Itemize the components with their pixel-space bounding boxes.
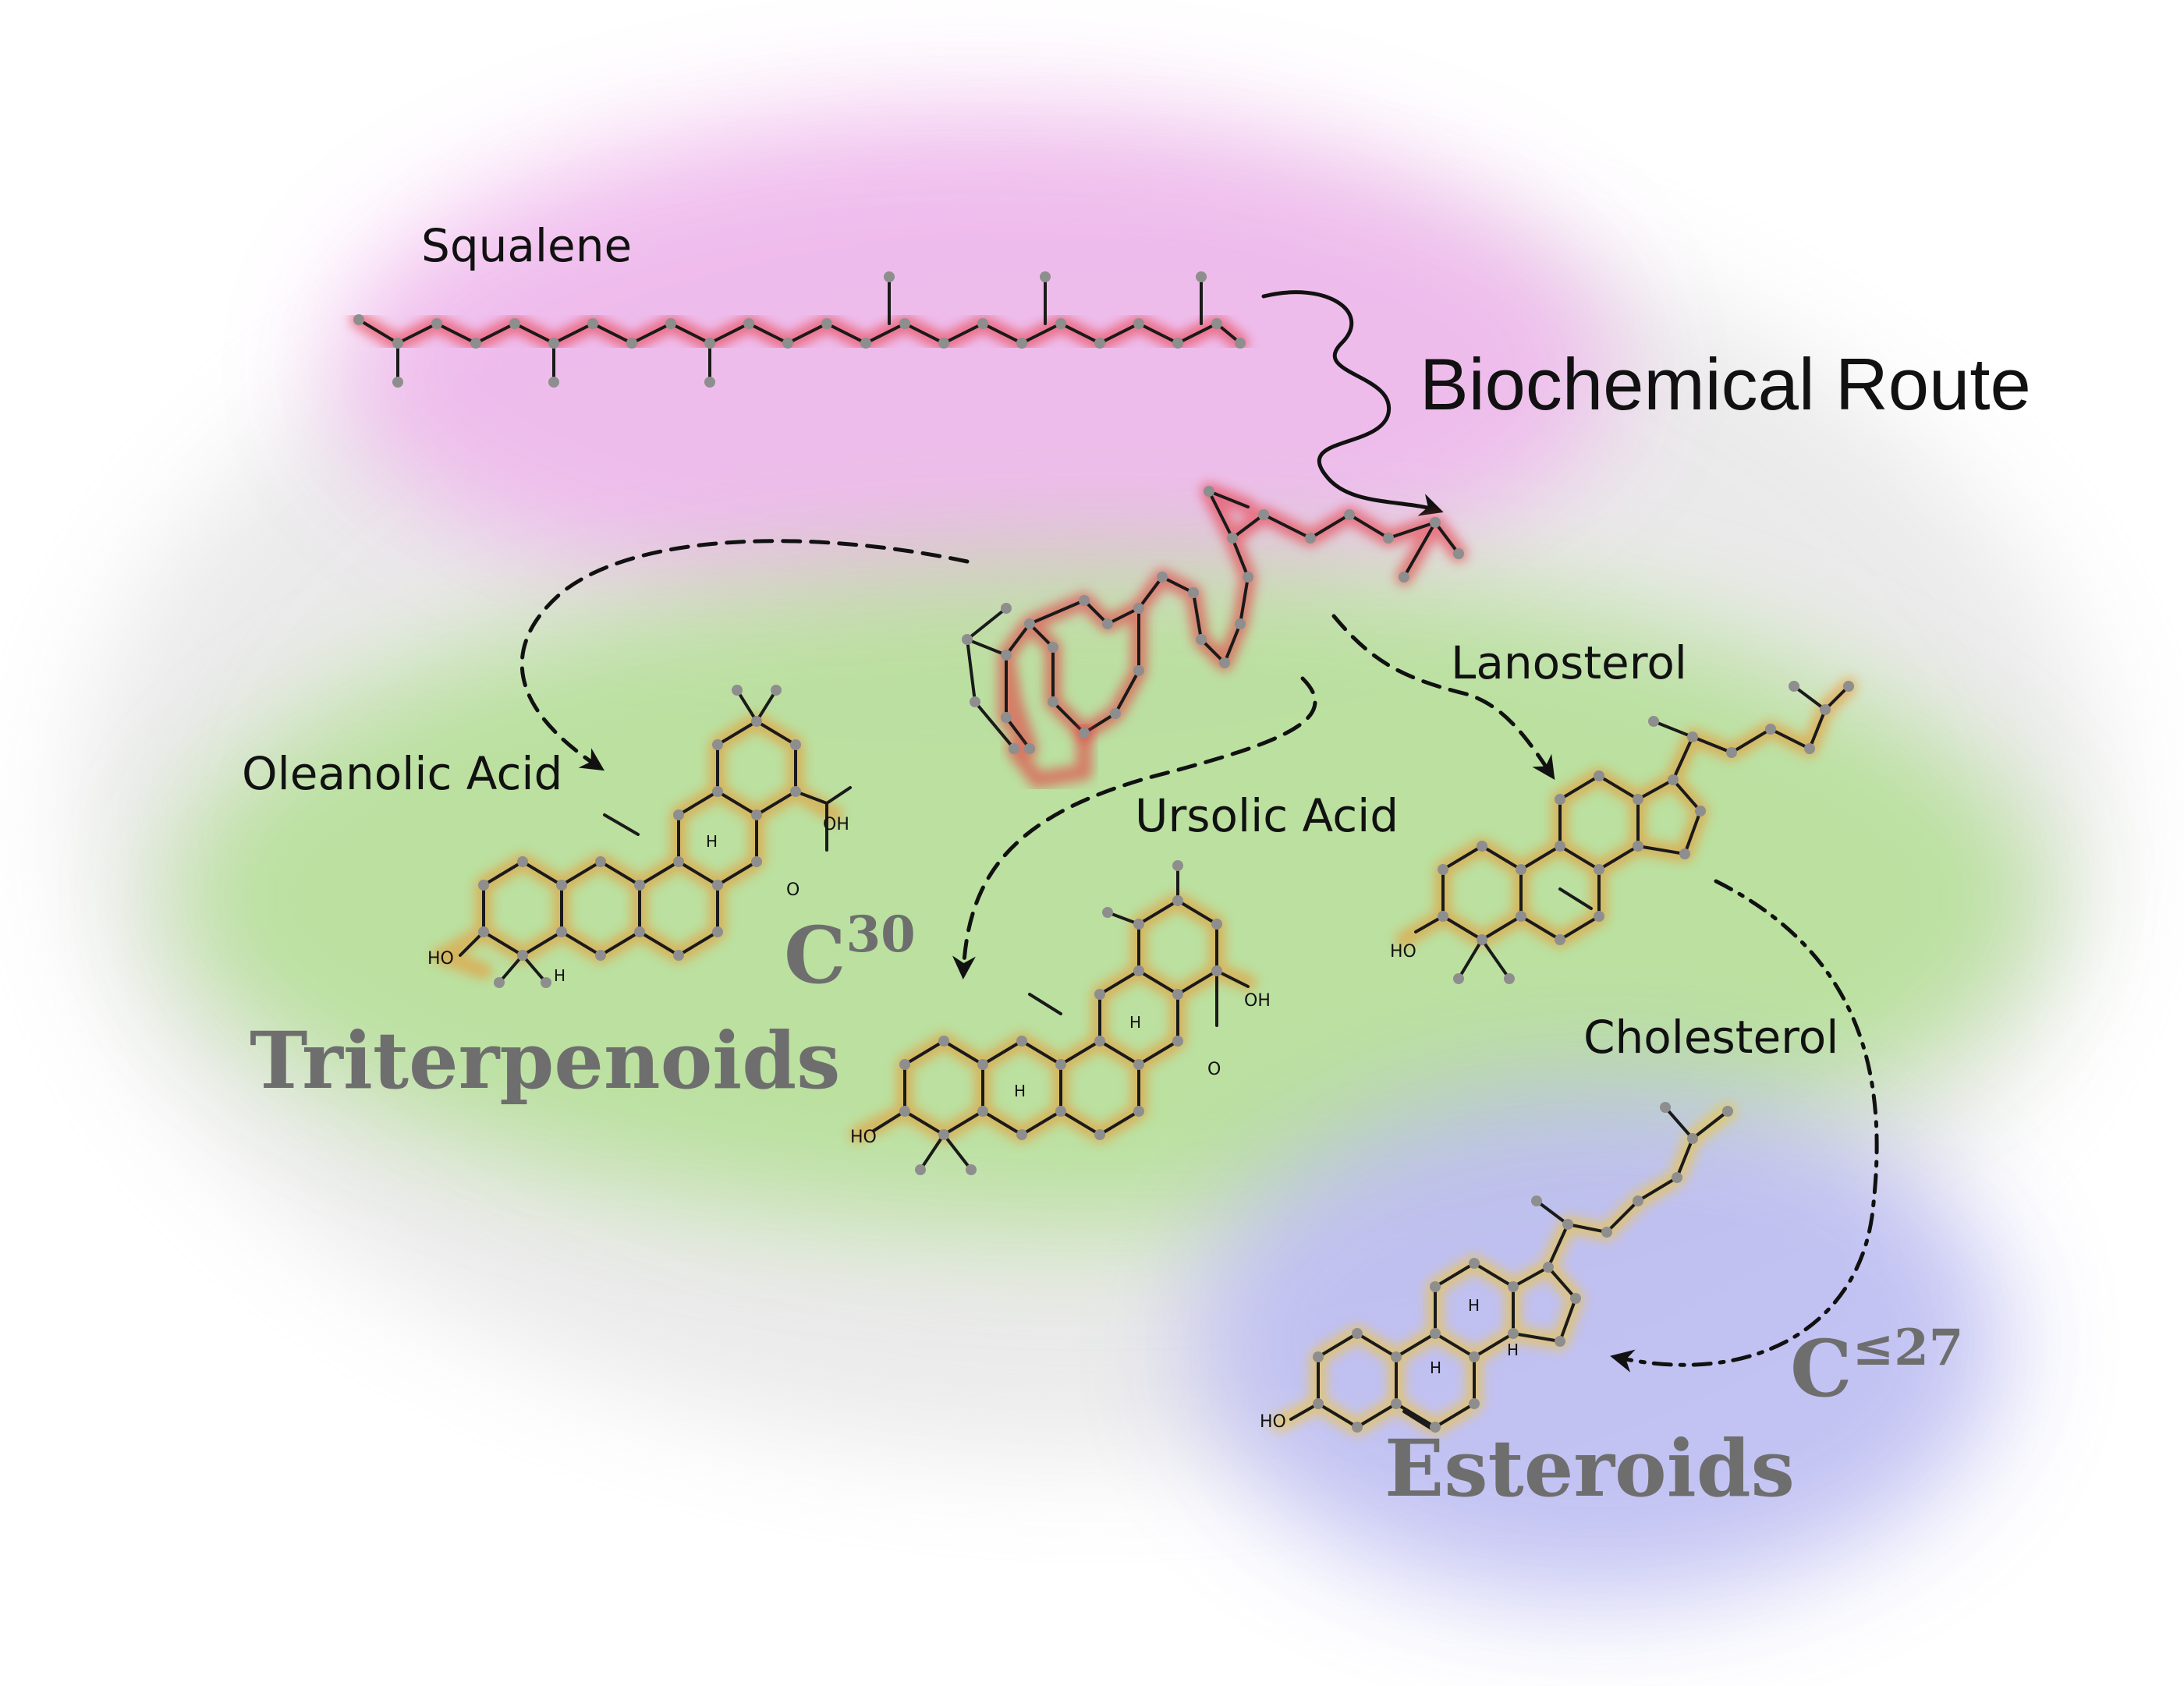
green-zone (172, 561, 2044, 1232)
oleanolic-h2: H (554, 966, 566, 985)
cholesterol-label: Cholesterol (1583, 1011, 1838, 1064)
oleanolic-h1: H (706, 832, 718, 851)
oleanolic-acid-label: Oleanolic Acid (242, 747, 562, 800)
squalene-molecule (350, 271, 1249, 388)
lanosterol-label: Lanosterol (1451, 636, 1687, 689)
c30-base: C (784, 909, 846, 1001)
arrow-to-ursolic (952, 676, 1317, 979)
route-title: Biochemical Route (1420, 343, 2031, 425)
lanosterol-ho: HO (1390, 942, 1416, 962)
background-zones (78, 109, 2106, 1599)
ursolic-o: O (1207, 1060, 1221, 1079)
cholesterol-h2: H (1468, 1296, 1480, 1315)
c30-label: C30 (784, 905, 916, 1001)
oleanolic-o: O (786, 880, 800, 900)
ursolic-h1: H (1129, 1013, 1141, 1032)
ursolic-h2: H (1014, 1082, 1026, 1100)
c30-superscript: 30 (846, 905, 916, 964)
c27-superscript: ≤27 (1852, 1319, 1964, 1377)
squalene-label: Squalene (421, 219, 632, 272)
pink-zone (335, 109, 1615, 624)
oleanolic-ho: HO (427, 949, 454, 969)
arrow-to-oleanolic (519, 539, 970, 771)
triterpenoids-label: Triterpenoids (250, 1015, 840, 1107)
blue-zone (1193, 1084, 2005, 1599)
cholesterol-h1: H (1430, 1358, 1441, 1377)
ursolic-acid-molecule: OH O HO H H (849, 860, 1271, 1175)
oleanolic-acid-molecule: OH O HO H H (427, 685, 852, 988)
ursolic-ho: HO (850, 1128, 877, 1147)
oleanolic-oh: OH (823, 815, 849, 834)
arrow-to-cholesterol (1610, 879, 1879, 1373)
biochemical-route-arrow (1261, 290, 1444, 516)
cholesterol-h3: H (1507, 1341, 1519, 1359)
c27-base: C (1790, 1323, 1852, 1415)
ursolic-oh: OH (1244, 991, 1271, 1011)
folded-squalene-molecule (962, 483, 1467, 788)
ursolic-acid-label: Ursolic Acid (1135, 789, 1399, 842)
arrow-to-lanosterol (1331, 614, 1555, 780)
cholesterol-ho: HO (1260, 1412, 1286, 1432)
esteroids-label: Esteroids (1384, 1422, 1795, 1514)
cholesterol-molecule: HO H H H (1260, 1102, 1736, 1436)
lanosterol-molecule: HO (1390, 678, 1857, 984)
c27-label: C≤27 (1790, 1319, 1963, 1415)
